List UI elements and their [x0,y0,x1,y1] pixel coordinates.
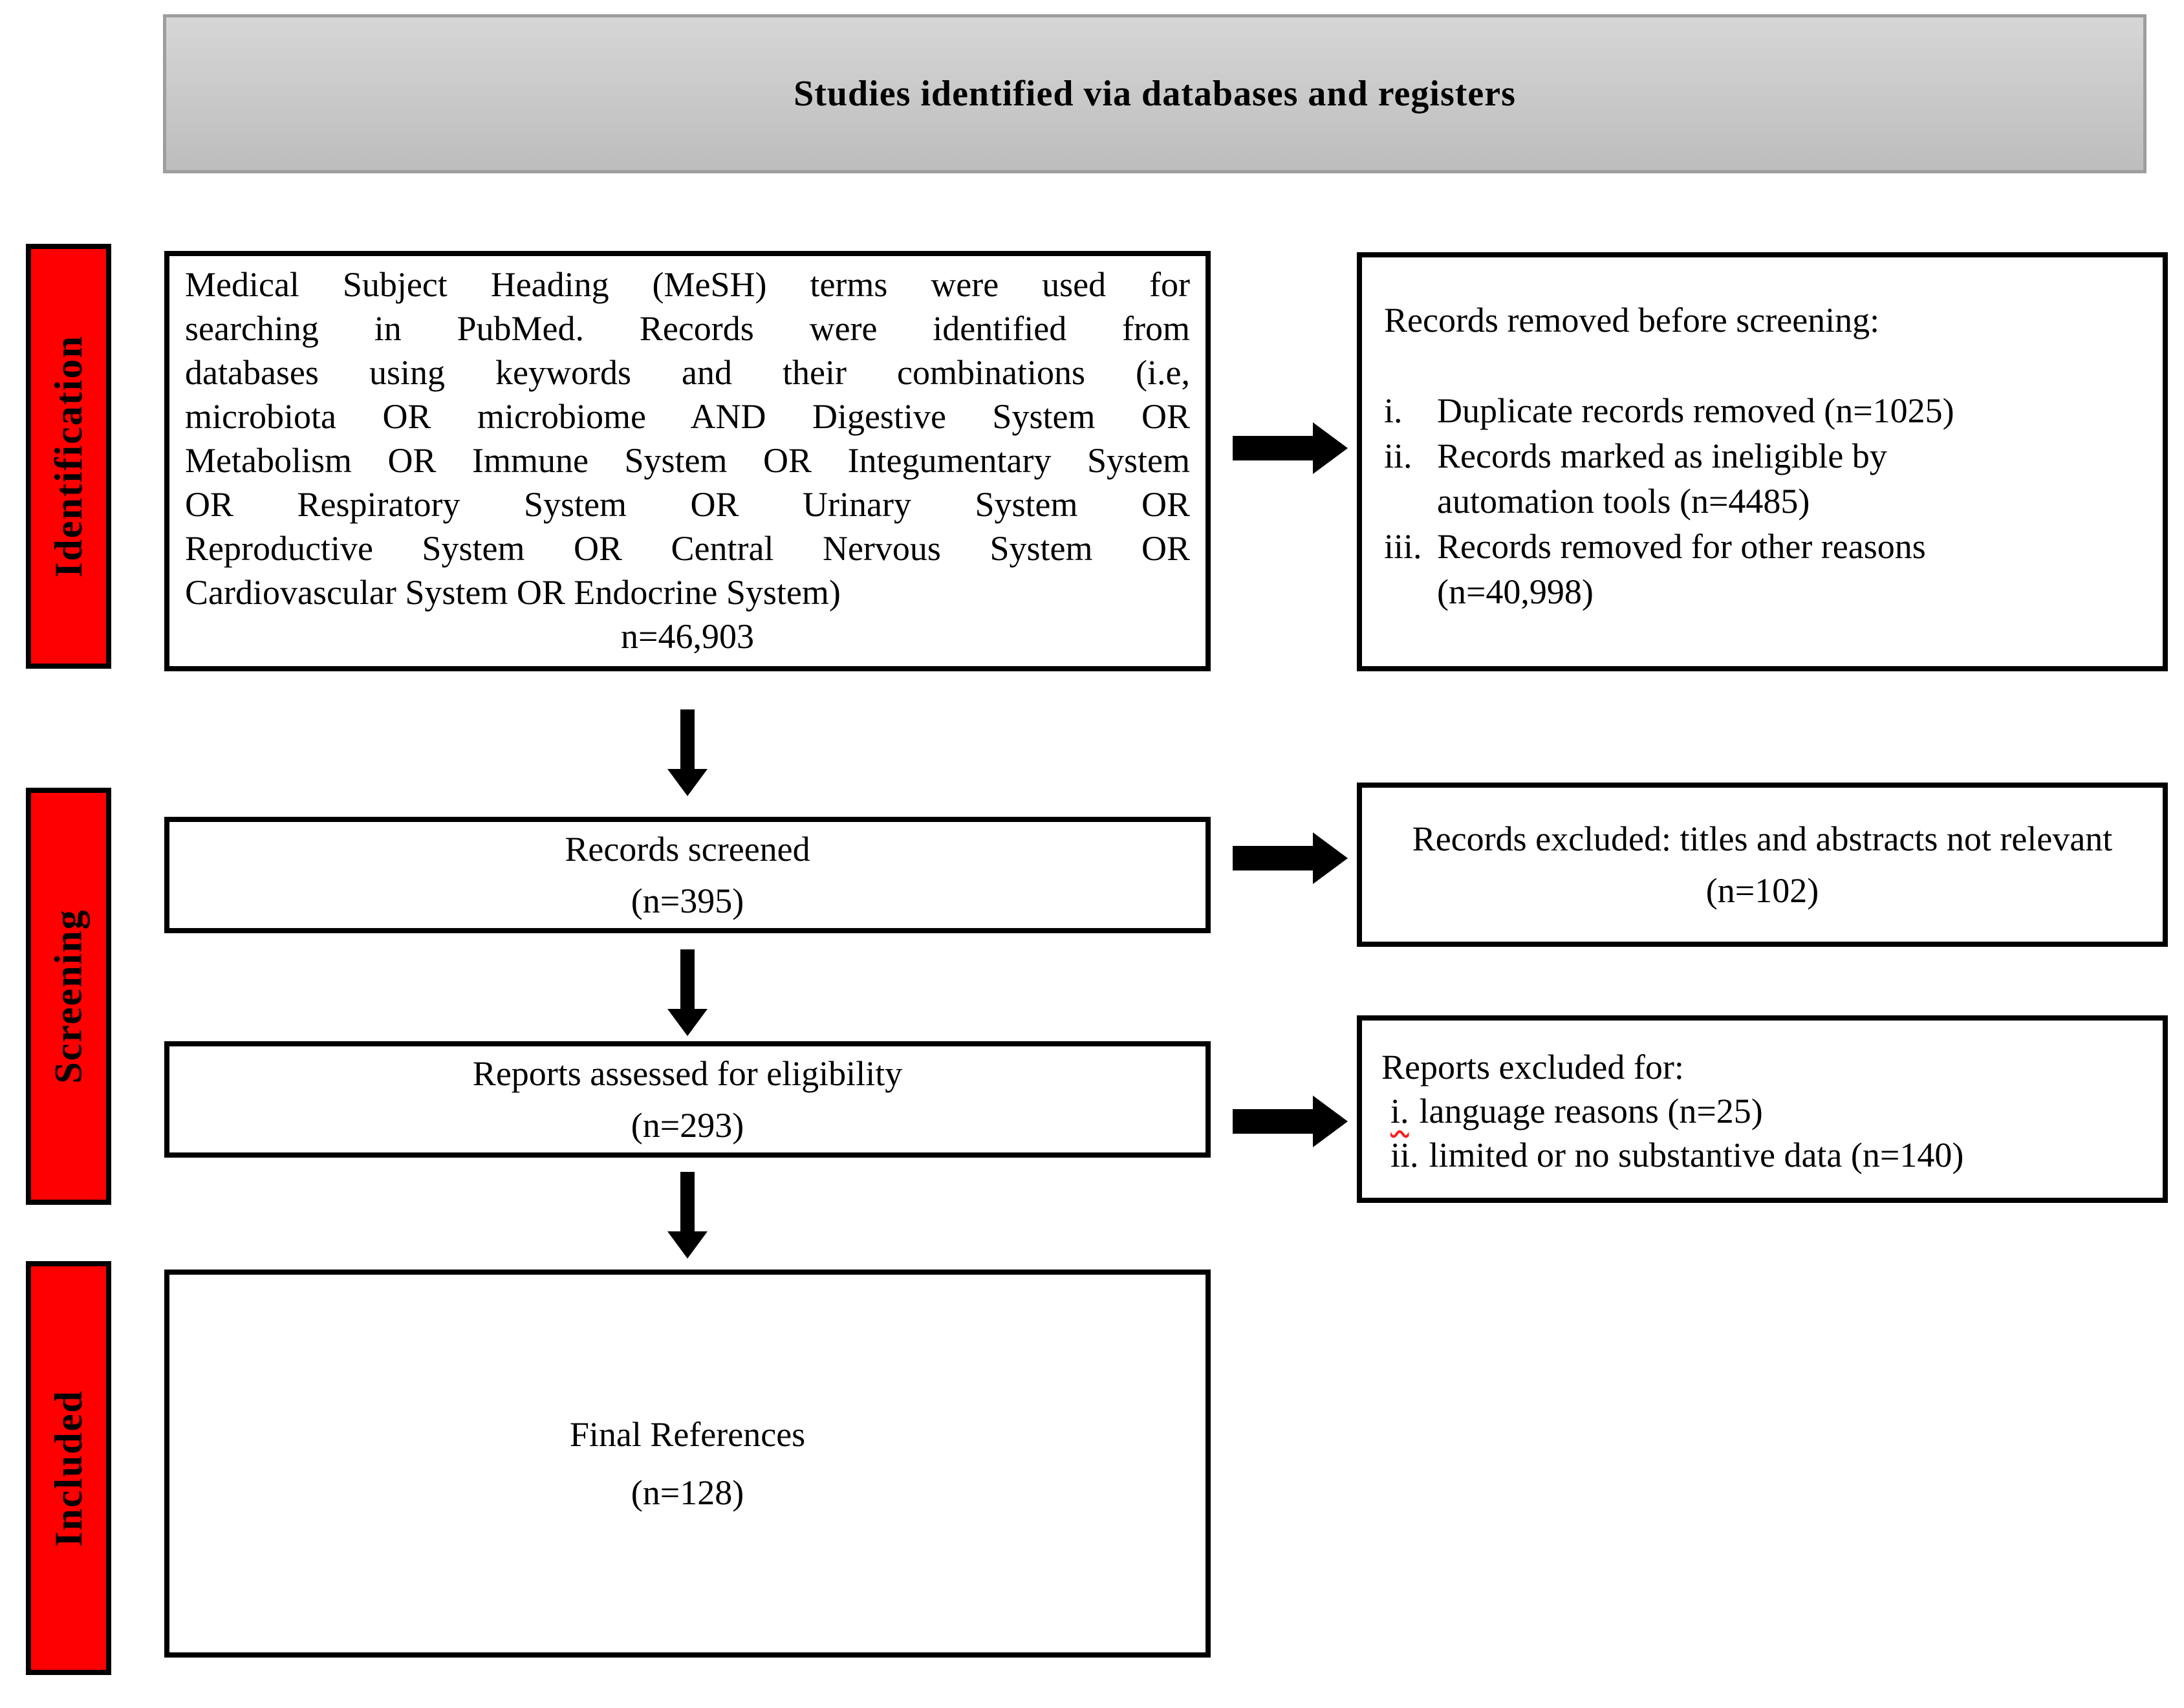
list-marker: i. [1384,391,1403,430]
arrow-right-icon [1233,422,1348,474]
arrow-shaft [1233,1109,1313,1134]
records-screened-count: (n=395) [631,881,744,920]
arrow-head [667,1009,708,1036]
reports-excluded-item-text: language reasons (n=25) [1419,1092,1763,1130]
arrow-shaft [1233,436,1313,460]
stage-label-included: Included [47,1389,90,1547]
arrow-head [667,1231,708,1259]
list-marker: iii. [1384,527,1422,566]
arrow-head [1313,832,1348,884]
arrow-down-icon [667,709,708,796]
records-removed-item: i. Duplicate records removed (n=1025) [1384,388,2145,433]
records-screened-label: Records screened [565,830,810,869]
diagram-title: Studies identified via databases and reg… [794,74,1516,114]
arrow-head [667,769,708,796]
list-marker: i. [1390,1092,1409,1130]
stage-bar-included: Included [26,1261,111,1675]
records-screened-box: Records screened (n=395) [164,817,1211,933]
records-excluded-box: Records excluded: titles and abstracts n… [1357,783,2168,947]
list-marker: ii. [1384,437,1412,475]
list-marker: ii. [1390,1136,1419,1174]
stage-bar-identification: Identification [26,244,111,669]
arrow-head [1313,1096,1348,1147]
reports-excluded-box: Reports excluded for: i. language reasons… [1357,1015,2168,1203]
reports-assessed-box: Reports assessed for eligibility (n=293) [164,1041,1211,1158]
arrow-shaft [680,709,695,769]
reports-assessed-label: Reports assessed for eligibility [472,1054,903,1093]
records-removed-item-text: automation tools (n=4485) [1437,482,1810,521]
records-removed-item-text: Records marked as ineligible by [1437,437,1887,475]
header-banner: Studies identified via databases and reg… [163,14,2146,173]
search-strategy-box: Medical Subject Heading (MeSH) terms wer… [164,251,1211,671]
reports-excluded-item: i. language reasons (n=25) [1381,1089,2147,1133]
search-strategy-line: OR Respiratory System OR Urinary System … [185,485,1190,524]
stage-label-identification: Identification [47,335,90,578]
final-references-box: Final References (n=128) [164,1270,1211,1658]
records-removed-item-text: Records removed for other reasons [1437,527,1926,566]
records-removed-item: ii. Records marked as ineligible by auto… [1384,433,2145,524]
records-removed-item-text: Duplicate records removed (n=1025) [1437,391,1954,430]
final-references-count: (n=128) [631,1473,744,1512]
arrow-head [1313,422,1348,474]
reports-assessed-count: (n=293) [631,1106,744,1145]
reports-excluded-heading: Reports excluded for: [1381,1048,1684,1086]
records-excluded-count: (n=102) [1705,871,1819,910]
stage-bar-screening: Screening [26,788,111,1205]
arrow-shaft [680,949,695,1009]
final-references-label: Final References [569,1415,806,1454]
arrow-down-icon [667,949,708,1036]
records-excluded-label: Records excluded: titles and abstracts n… [1412,819,2113,858]
search-strategy-line: microbiota OR microbiome AND Digestive S… [185,397,1190,436]
reports-excluded-item: ii. limited or no substantive data (n=140… [1381,1133,2147,1177]
records-removed-box: Records removed before screening: i. Dup… [1357,252,2168,671]
search-strategy-line: Reproductive System OR Central Nervous S… [185,529,1190,568]
search-strategy-line: databases using keywords and their combi… [185,353,1190,392]
search-strategy-line: searching in PubMed. Records were identi… [185,309,1190,348]
arrow-shaft [1233,846,1313,870]
arrow-right-icon [1233,1096,1348,1147]
stage-label-screening: Screening [47,909,90,1084]
reports-excluded-item-text: limited or no substantive data (n=140) [1429,1136,1964,1174]
search-strategy-count: n=46,903 [621,617,754,656]
arrow-down-icon [667,1172,708,1259]
search-strategy-line: Cardiovascular System OR Endocrine Syste… [185,573,841,612]
records-removed-item: iii. Records removed for other reasons (… [1384,524,2145,614]
records-removed-item-text: (n=40,998) [1437,572,1594,611]
records-removed-heading: Records removed before screening: [1384,301,1880,340]
search-strategy-line: Metabolism OR Immune System OR Integumen… [185,441,1190,480]
arrow-right-icon [1233,832,1348,884]
arrow-shaft [680,1172,695,1231]
search-strategy-line: Medical Subject Heading (MeSH) terms wer… [185,265,1190,304]
